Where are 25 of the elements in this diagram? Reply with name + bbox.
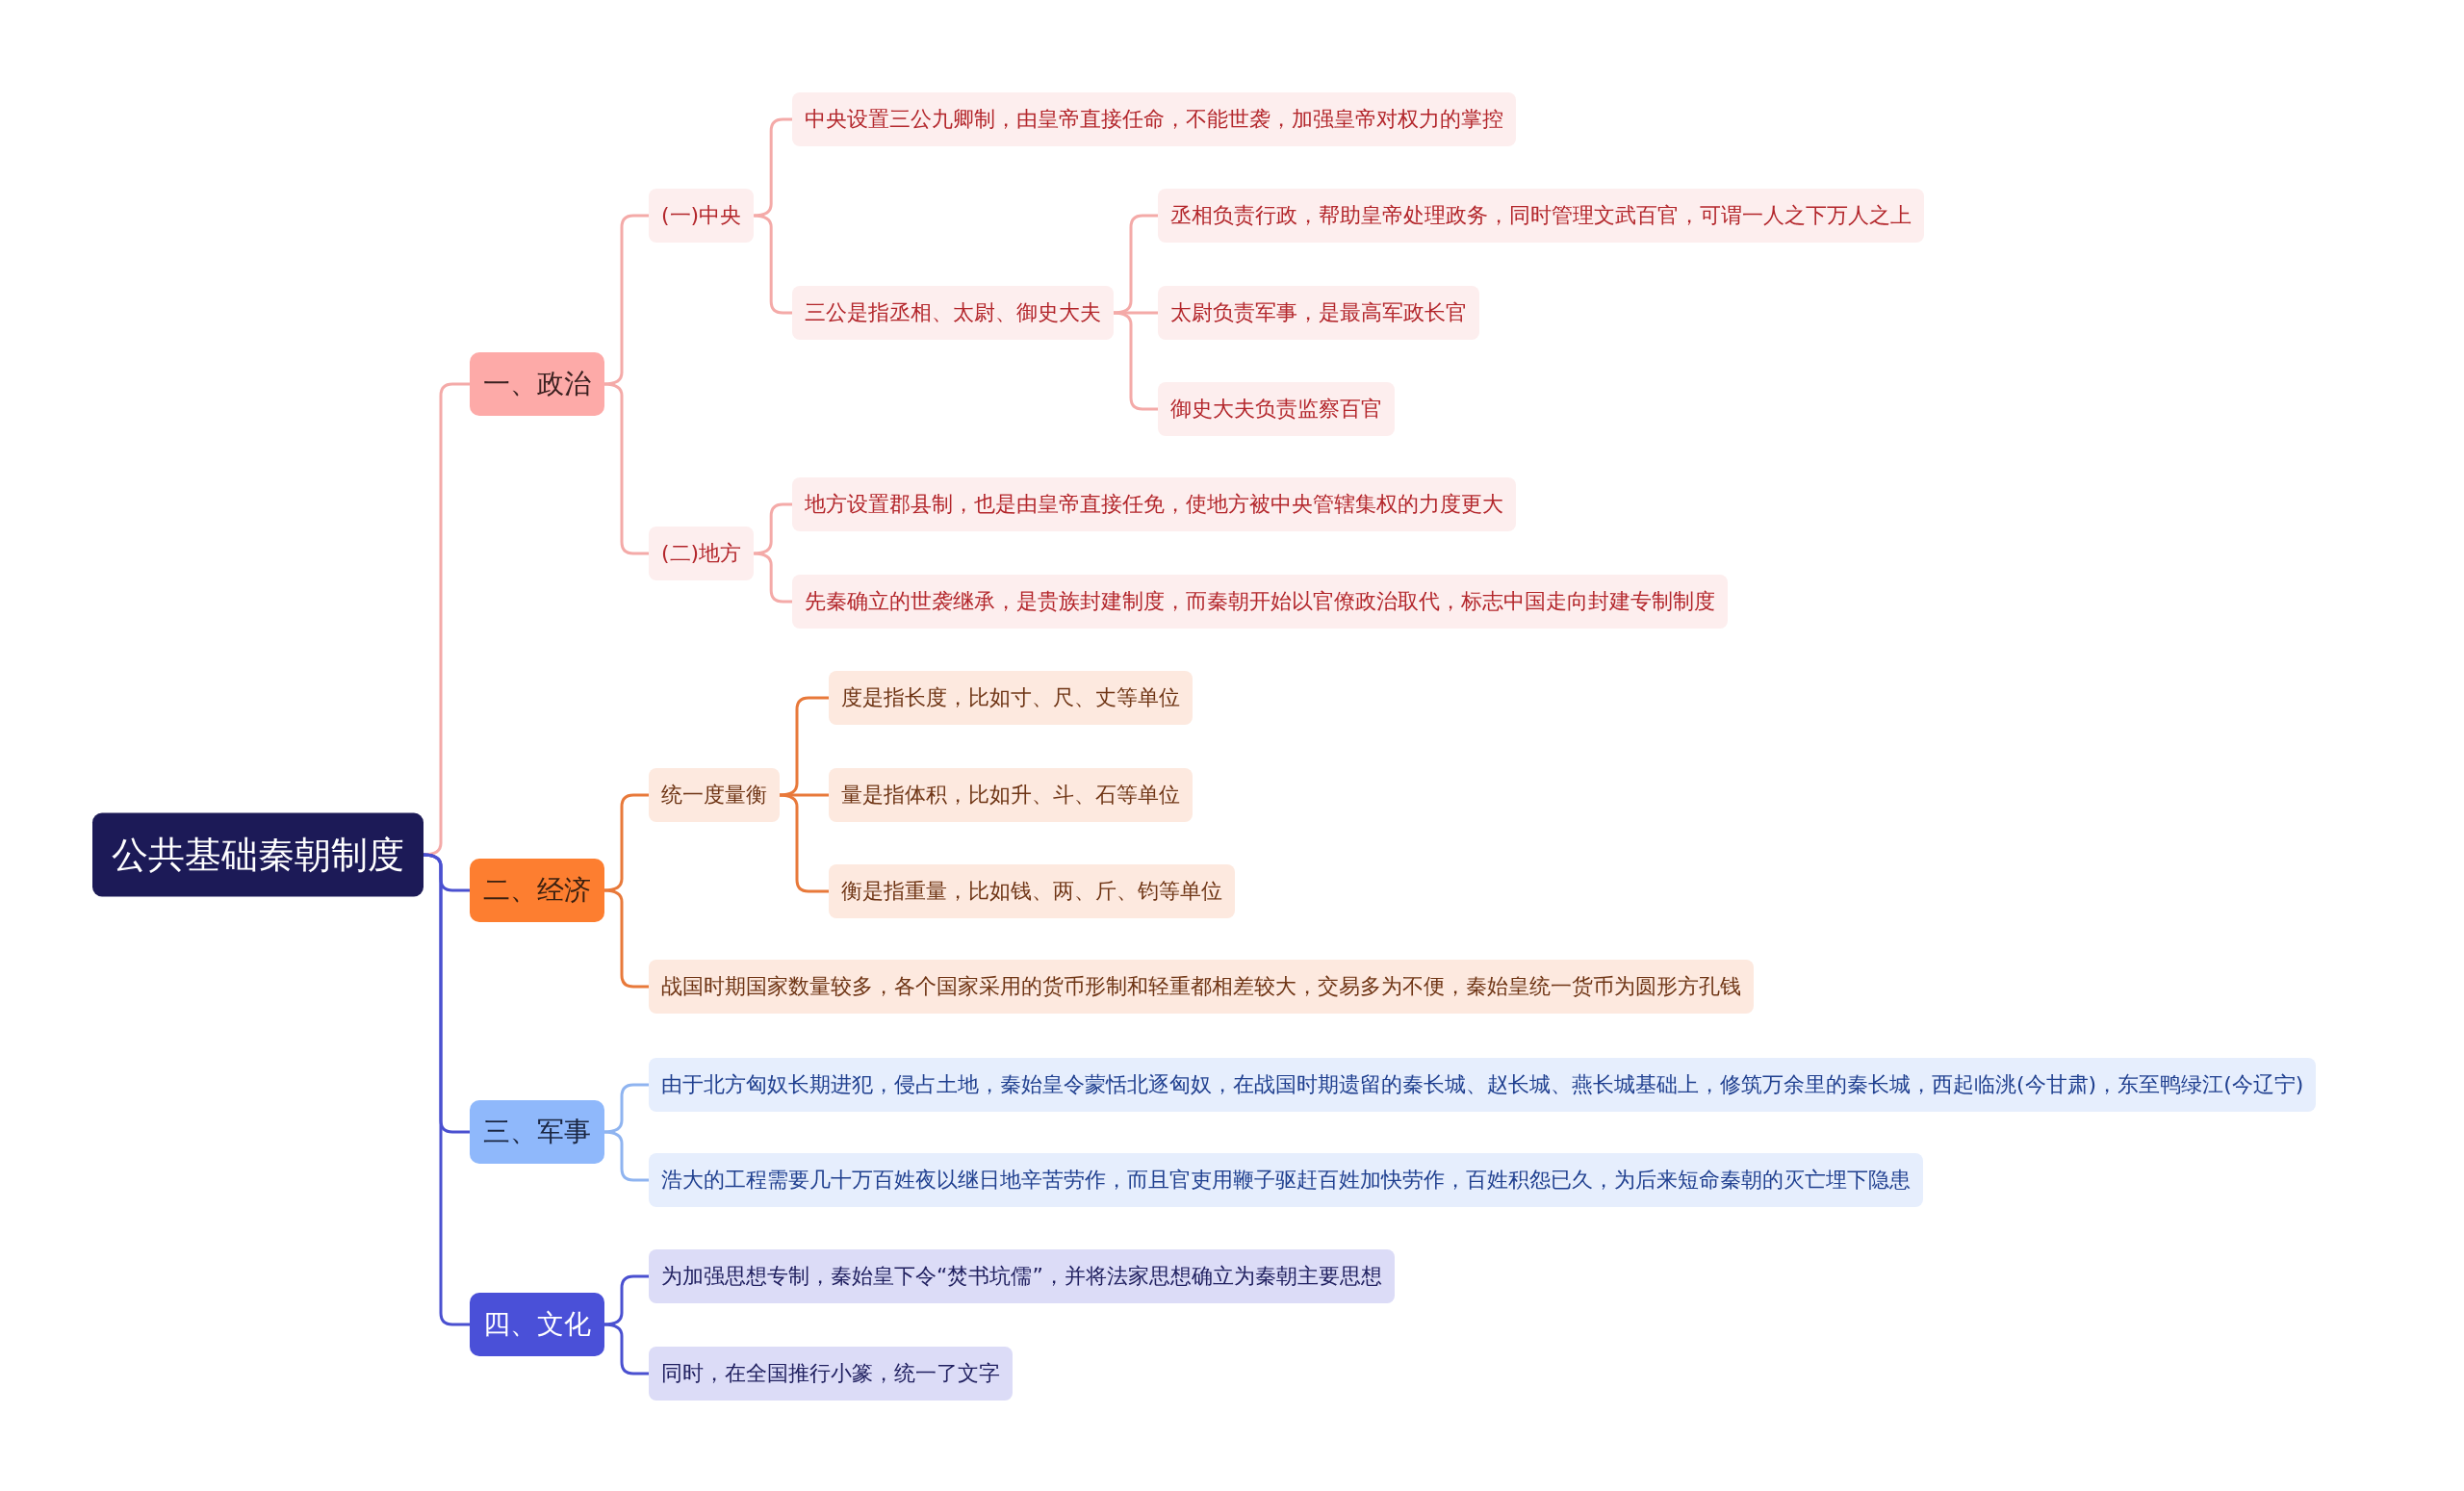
subtopic: 浩大的工程需要几十万百姓夜以继日地辛苦劳作，而且官吏用鞭子驱赶百姓加快劳作，百姓积怨已久，为后来短命秦朝的灭亡埋下隐患: [649, 1153, 1923, 1207]
subtopic: 为加强思想专制，秦始皇下令“焚书坑儒”，并将法家思想确立为秦朝主要思想: [649, 1249, 1395, 1303]
subtopic: 地方设置郡县制，也是由皇帝直接任免，使地方被中央管辖集权的力度更大: [792, 477, 1516, 531]
subtopic: 衡是指重量，比如钱、两、斤、钧等单位: [829, 864, 1235, 918]
subtopic: 战国时期国家数量较多，各个国家采用的货币形制和轻重都相差较大，交易多为不便，秦始皇统一货币为圆形方孔钱: [649, 960, 1754, 1014]
subtopic: 同时，在全国推行小篆，统一了文字: [649, 1347, 1013, 1401]
central-topic: 公共基础秦朝制度: [92, 812, 424, 897]
subtopic: 量是指体积，比如升、斗、石等单位: [829, 768, 1193, 822]
subtopic: 太尉负责军事，是最高军政长官: [1158, 286, 1479, 340]
branch-topic: 四、文化: [470, 1293, 604, 1356]
subtopic: (一)中央: [649, 189, 755, 243]
branch-topic: 一、政治: [470, 352, 604, 416]
branch-topic: 二、经济: [470, 859, 604, 922]
subtopic: (二)地方: [649, 527, 755, 580]
branch-topic: 三、军事: [470, 1100, 604, 1164]
connector: [754, 117, 792, 218]
subtopic: 度是指长度，比如寸、尺、丈等单位: [829, 671, 1193, 725]
subtopic: 御史大夫负责监察百官: [1158, 382, 1395, 436]
subtopic: 丞相负责行政，帮助皇帝处理政务，同时管理文武百官，可谓一人之下万人之上: [1158, 189, 1924, 243]
connector: [754, 214, 792, 315]
subtopic: 统一度量衡: [649, 768, 780, 822]
subtopic: 先秦确立的世袭继承，是贵族封建制度，而秦朝开始以官僚政治取代，标志中国走向封建专制制度: [792, 575, 1728, 629]
subtopic: 中央设置三公九卿制，由皇帝直接任命，不能世袭，加强皇帝对权力的掌控: [792, 92, 1516, 146]
subtopic: 三公是指丞相、太尉、御史大夫: [792, 286, 1114, 340]
subtopic: 由于北方匈奴长期进犯，侵占土地，秦始皇令蒙恬北逐匈奴，在战国时期遗留的秦长城、赵长城、燕长城基础上，修筑万余里的秦长城，西起临洮(今甘肃)，东至鸭绿江(今辽宁): [649, 1058, 2317, 1112]
